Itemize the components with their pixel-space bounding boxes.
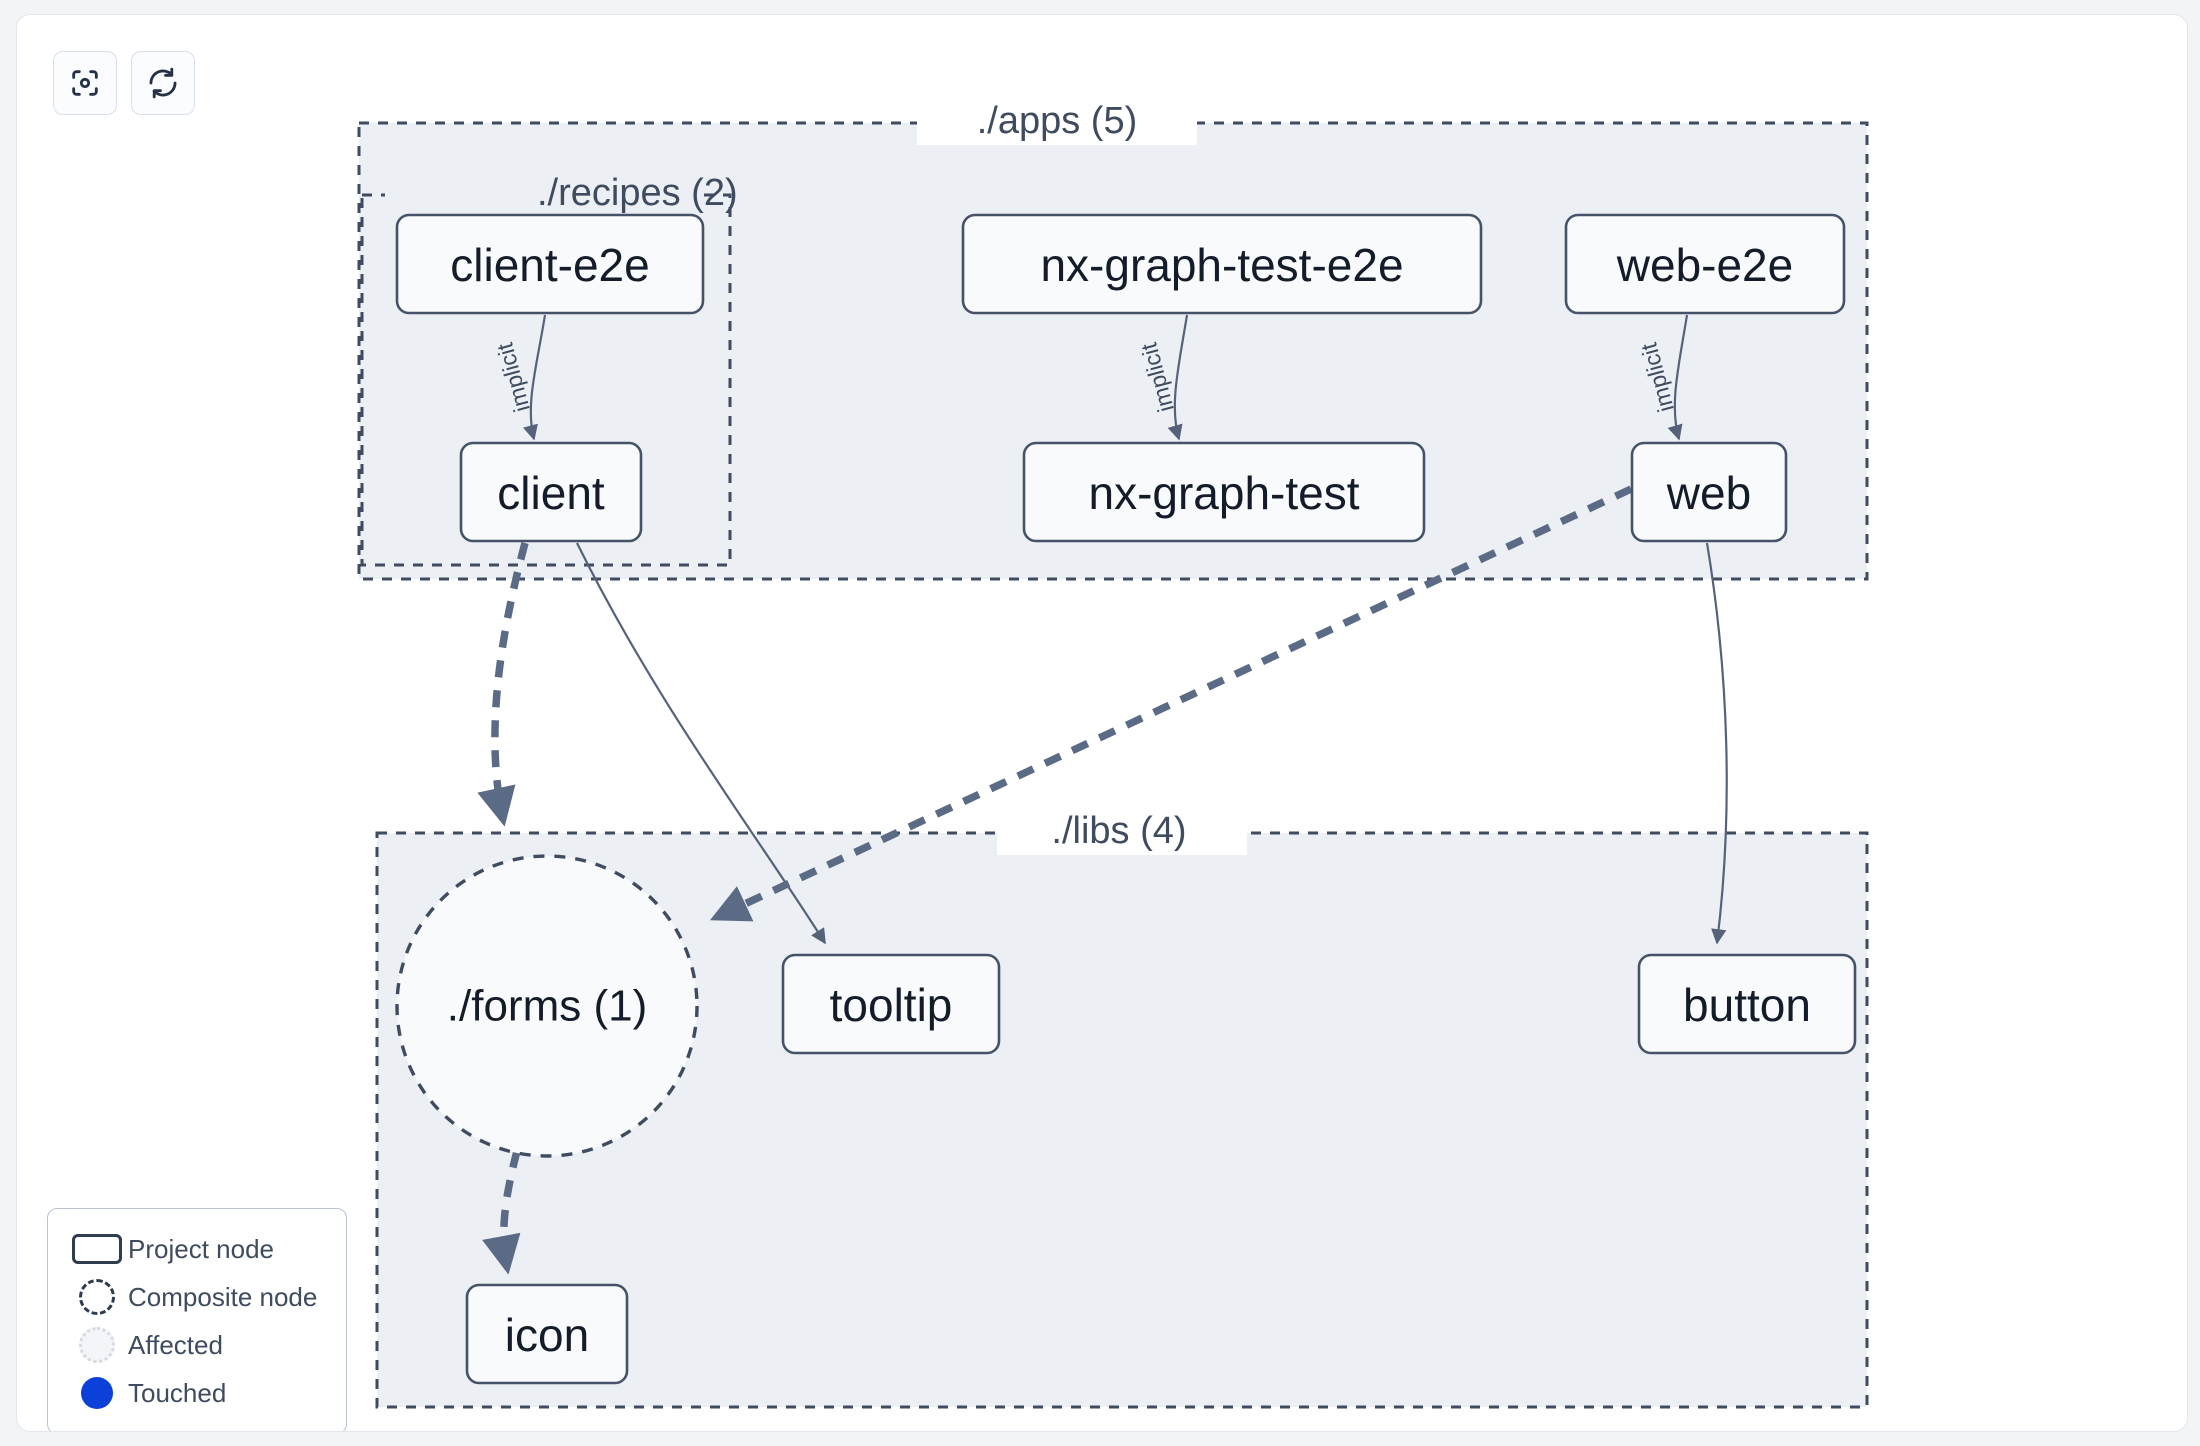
- node-forms-composite[interactable]: ./forms (1): [395, 854, 699, 1158]
- group-apps-label-bg: [917, 103, 1197, 145]
- node-web[interactable]: web: [1630, 441, 1788, 543]
- edge-client-tooltip[interactable]: [576, 542, 826, 945]
- viewfinder-icon: [72, 70, 98, 96]
- refresh-graph-button[interactable]: [131, 51, 195, 115]
- graph-canvas-panel: ./apps (5) ./recipes (2) ./libs (4) impl…: [16, 14, 2188, 1432]
- node-icon-rect: [465, 1283, 629, 1385]
- edge-client-e2e-client[interactable]: [523, 314, 547, 441]
- node-tooltip-label: tooltip: [830, 979, 953, 1031]
- node-web-label: web: [1666, 467, 1751, 519]
- node-client[interactable]: client: [459, 441, 643, 543]
- legend-label-affected: Affected: [128, 1329, 223, 1360]
- node-web-e2e-rect: [1564, 213, 1846, 315]
- node-web-e2e[interactable]: web-e2e: [1564, 213, 1846, 315]
- node-nx-graph-test[interactable]: nx-graph-test: [1022, 441, 1426, 543]
- node-client-label: client: [497, 467, 605, 519]
- node-button-label: button: [1683, 979, 1811, 1031]
- edge-web-button[interactable]: [1705, 542, 1728, 945]
- group-libs-label-bg: [997, 813, 1247, 855]
- dependency-graph[interactable]: ./apps (5) ./recipes (2) ./libs (4) impl…: [17, 15, 2188, 1432]
- node-nx-graph-test-rect: [1022, 441, 1426, 543]
- affected-node-symbol-icon: [66, 1327, 128, 1363]
- edge-client-forms[interactable]: [477, 542, 529, 827]
- legend-item-composite-node: Composite node: [66, 1273, 328, 1321]
- project-node-symbol-icon: [66, 1234, 128, 1264]
- node-nx-graph-test-e2e-rect: [961, 213, 1483, 315]
- node-web-rect: [1630, 441, 1788, 543]
- graph-legend: Project node Composite node Affected Tou…: [47, 1208, 347, 1431]
- touched-node-symbol-icon: [66, 1377, 128, 1409]
- node-forms-circle: [395, 854, 699, 1158]
- legend-item-affected: Affected: [66, 1321, 328, 1369]
- node-tooltip-rect: [781, 953, 1001, 1055]
- node-forms-label: ./forms (1): [447, 982, 647, 1031]
- node-client-e2e[interactable]: client-e2e: [395, 213, 705, 315]
- composite-node-symbol-icon: [66, 1279, 128, 1315]
- node-icon[interactable]: icon: [465, 1283, 629, 1385]
- group-libs-label: ./libs (4): [1051, 810, 1186, 852]
- node-nx-graph-test-e2e-label: nx-graph-test-e2e: [1040, 239, 1403, 291]
- node-client-e2e-label: client-e2e: [450, 239, 649, 291]
- legend-label-touched: Touched: [128, 1377, 227, 1408]
- group-recipes-label-bg: [385, 175, 695, 217]
- node-nx-graph-test-e2e[interactable]: nx-graph-test-e2e: [961, 213, 1483, 315]
- node-tooltip[interactable]: tooltip: [781, 953, 1001, 1055]
- node-icon-label: icon: [505, 1309, 589, 1361]
- focus-graph-button[interactable]: [53, 51, 117, 115]
- legend-label-composite-node: Composite node: [128, 1281, 318, 1312]
- node-client-e2e-rect: [395, 213, 705, 315]
- edge-forms-icon[interactable]: [482, 1150, 521, 1275]
- node-web-e2e-label: web-e2e: [1616, 239, 1793, 291]
- node-nx-graph-test-label: nx-graph-test: [1088, 467, 1359, 519]
- group-apps-label: ./apps (5): [977, 100, 1138, 142]
- refresh-icon: [149, 67, 177, 99]
- edge-nxgte2e-nxgt[interactable]: [1167, 314, 1189, 441]
- legend-label-project-node: Project node: [128, 1233, 274, 1264]
- graph-toolbar: [53, 51, 195, 115]
- node-button-rect: [1637, 953, 1857, 1055]
- legend-item-project-node: Project node: [66, 1225, 328, 1273]
- legend-item-touched: Touched: [66, 1369, 328, 1417]
- edge-web-forms[interactable]: [709, 485, 1633, 922]
- node-client-rect: [459, 441, 643, 543]
- node-button[interactable]: button: [1637, 953, 1857, 1055]
- edge-webe2e-web[interactable]: [1667, 314, 1689, 441]
- group-recipes-label: ./recipes (2): [537, 172, 738, 214]
